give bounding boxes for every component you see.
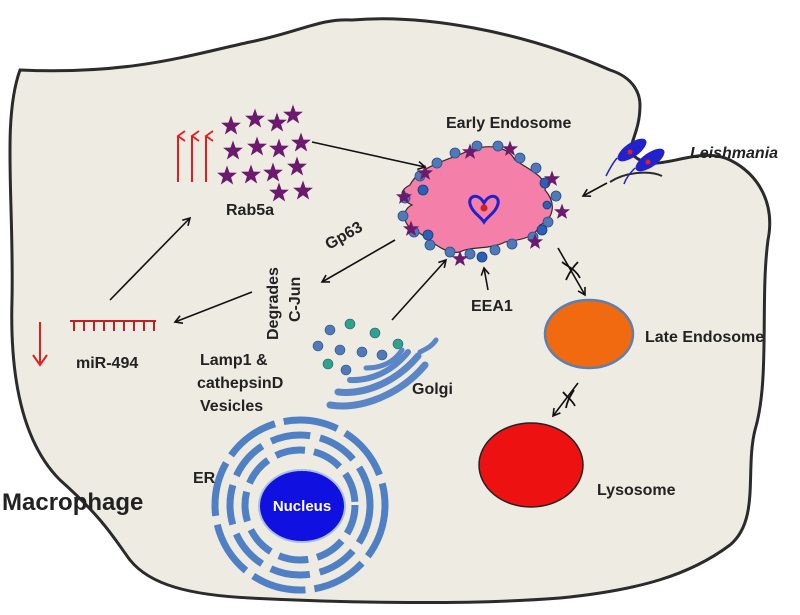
internalized-parasite-icon <box>468 194 500 225</box>
down-arrow-icon <box>32 322 48 367</box>
golgi-vesicles <box>312 318 404 376</box>
macrophage-label: Macrophage <box>2 489 143 516</box>
golgi-label: Golgi <box>412 381 453 398</box>
endoplasmic-reticulum <box>211 416 389 594</box>
mir-494-strand <box>70 320 156 331</box>
arrow-cjun-to-mir494 <box>173 291 253 324</box>
early-endosome-label: Early Endosome <box>446 115 571 132</box>
lamp1-label-line1: Lamp1 & <box>200 352 268 369</box>
arrow-late-endosome-to-lysosome <box>552 382 579 418</box>
lysosome <box>478 422 584 508</box>
golgi-apparatus <box>326 337 439 410</box>
blocked-arrow-icon <box>561 261 581 409</box>
early-endosome <box>395 140 571 266</box>
nucleus <box>258 469 346 543</box>
leishmania-parasites-icon <box>605 138 665 185</box>
arrow-eea1-to-endosome <box>480 266 490 291</box>
up-arrow-icon <box>176 130 214 182</box>
late-endosome <box>543 298 635 370</box>
lysosome-label: Lysosome <box>597 482 676 499</box>
arrow-mir494-to-rab5a <box>109 216 192 301</box>
eea1-label: EEA1 <box>471 298 513 315</box>
arrow-endosome-to-cjun <box>320 239 396 283</box>
leishmania-label: Leishmania <box>690 145 778 162</box>
degrades-label: Degrades <box>265 267 282 340</box>
late-endosome-label: Late Endosome <box>645 329 764 346</box>
lamp1-label-line3: Vesicles <box>200 398 263 415</box>
cjun-label: C-Jun <box>287 277 304 322</box>
lamp1-label-line2: cathepsinD <box>197 375 283 392</box>
arrow-leishmania-to-endosome <box>581 182 608 197</box>
arrow-golgi-to-endosome <box>391 258 448 321</box>
eea1-receptors <box>417 177 552 263</box>
nucleus-label: Nucleus <box>273 498 331 515</box>
rab5a-label: Rab5a <box>226 202 274 219</box>
mir-494-label: miR-494 <box>76 355 138 372</box>
er-label: ER <box>193 470 216 487</box>
arrow-rab5a-to-endosome <box>311 141 427 171</box>
